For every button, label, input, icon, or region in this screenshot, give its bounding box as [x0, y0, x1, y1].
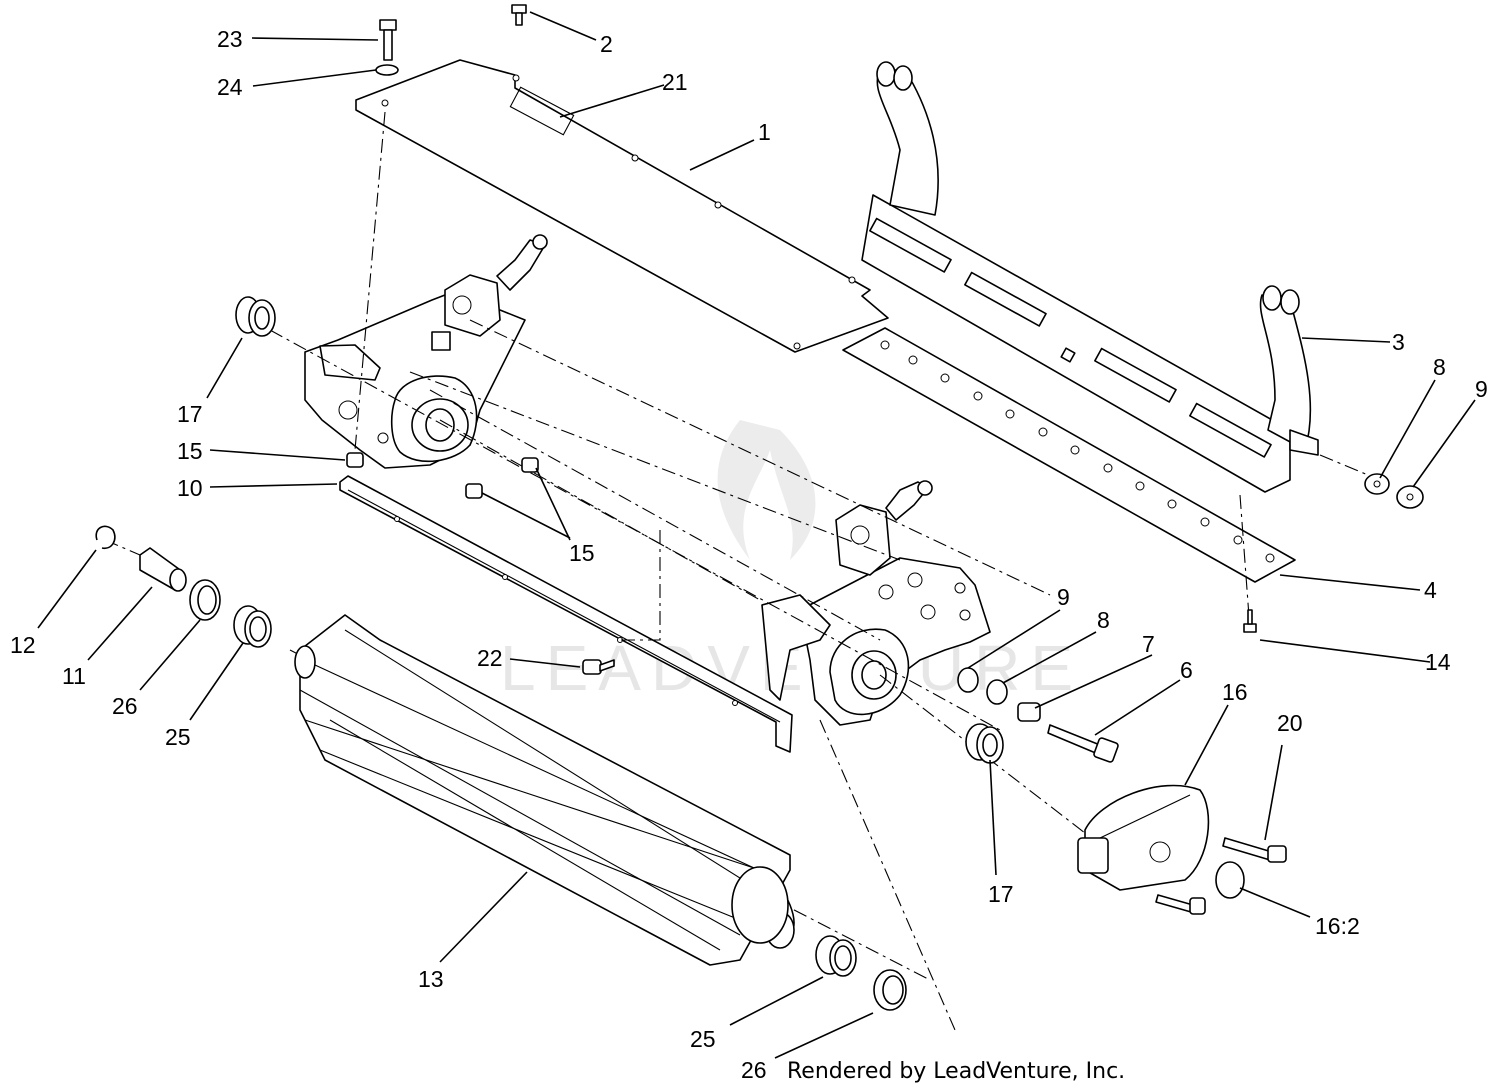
left-side-plate [304, 234, 548, 469]
bearing-housing-16 [1077, 784, 1210, 891]
callout-10: 10 [177, 475, 203, 501]
callout-9-right: 9 [1475, 376, 1488, 402]
callout-25-left: 25 [165, 724, 191, 750]
callout-7: 7 [1142, 631, 1155, 657]
leader-lines [37, 11, 1476, 1059]
callout-4: 4 [1424, 577, 1437, 603]
nut-15-a [346, 452, 364, 468]
callout-15-center: 15 [569, 540, 595, 566]
o-ring-16-2 [1215, 861, 1245, 899]
bolt-23 [379, 19, 397, 61]
callout-25-lower: 25 [690, 1026, 716, 1052]
bolt-20 [1155, 837, 1287, 915]
bearing-25-lower [815, 935, 857, 977]
spacer-11 [139, 547, 187, 592]
cutting-reel [294, 614, 795, 966]
callout-24: 24 [217, 74, 243, 100]
callout-labels: 23 24 2 21 1 3 8 9 4 14 9 8 7 6 16 20 16… [10, 26, 1488, 1083]
washer-24 [375, 64, 399, 76]
screw-2 [511, 4, 527, 26]
bushing-17-left [235, 296, 276, 337]
hardware [95, 4, 1424, 1011]
callout-8-lower: 8 [1097, 607, 1110, 633]
nut-7 [1017, 702, 1041, 722]
callout-26-left: 26 [112, 693, 138, 719]
bushing-17-right [965, 723, 1004, 764]
screw-22 [582, 659, 615, 675]
callout-13: 13 [418, 966, 444, 992]
callout-3: 3 [1392, 329, 1405, 355]
bolt-6 [1047, 724, 1119, 763]
washer-9-lower [957, 667, 979, 693]
callout-15-left: 15 [177, 438, 203, 464]
callout-26-lower: 26 [741, 1057, 767, 1083]
callout-16-2: 16:2 [1315, 913, 1360, 939]
callout-17-left: 17 [177, 401, 203, 427]
render-credit: Rendered by LeadVenture, Inc. [787, 1059, 1125, 1084]
bearing-25-left [233, 605, 272, 648]
callout-11: 11 [62, 663, 86, 689]
callout-2: 2 [600, 31, 613, 57]
screw-14 [1243, 609, 1257, 633]
callout-14: 14 [1425, 649, 1451, 675]
snap-ring-12 [95, 525, 116, 550]
callout-6: 6 [1180, 657, 1193, 683]
nut-15-c [521, 457, 539, 473]
callout-1: 1 [758, 119, 771, 145]
callout-12: 12 [10, 632, 36, 658]
bedknife [339, 475, 793, 753]
right-side-plate [761, 480, 991, 726]
nut-15-b [465, 483, 483, 499]
callout-9-lower: 9 [1057, 584, 1070, 610]
seal-26-left [189, 579, 221, 621]
callout-8-right: 8 [1433, 354, 1446, 380]
callout-20: 20 [1277, 710, 1303, 736]
callout-22: 22 [477, 645, 503, 671]
frame-bracket [861, 61, 1319, 493]
callout-17-right: 17 [988, 881, 1014, 907]
callout-23: 23 [217, 26, 243, 52]
callout-21: 21 [662, 69, 688, 95]
washer-8-lower [986, 679, 1008, 705]
callout-16: 16 [1222, 679, 1248, 705]
seal-26-lower [873, 969, 907, 1011]
bedknife-bar [842, 327, 1296, 583]
top-cover-plate [355, 59, 889, 353]
